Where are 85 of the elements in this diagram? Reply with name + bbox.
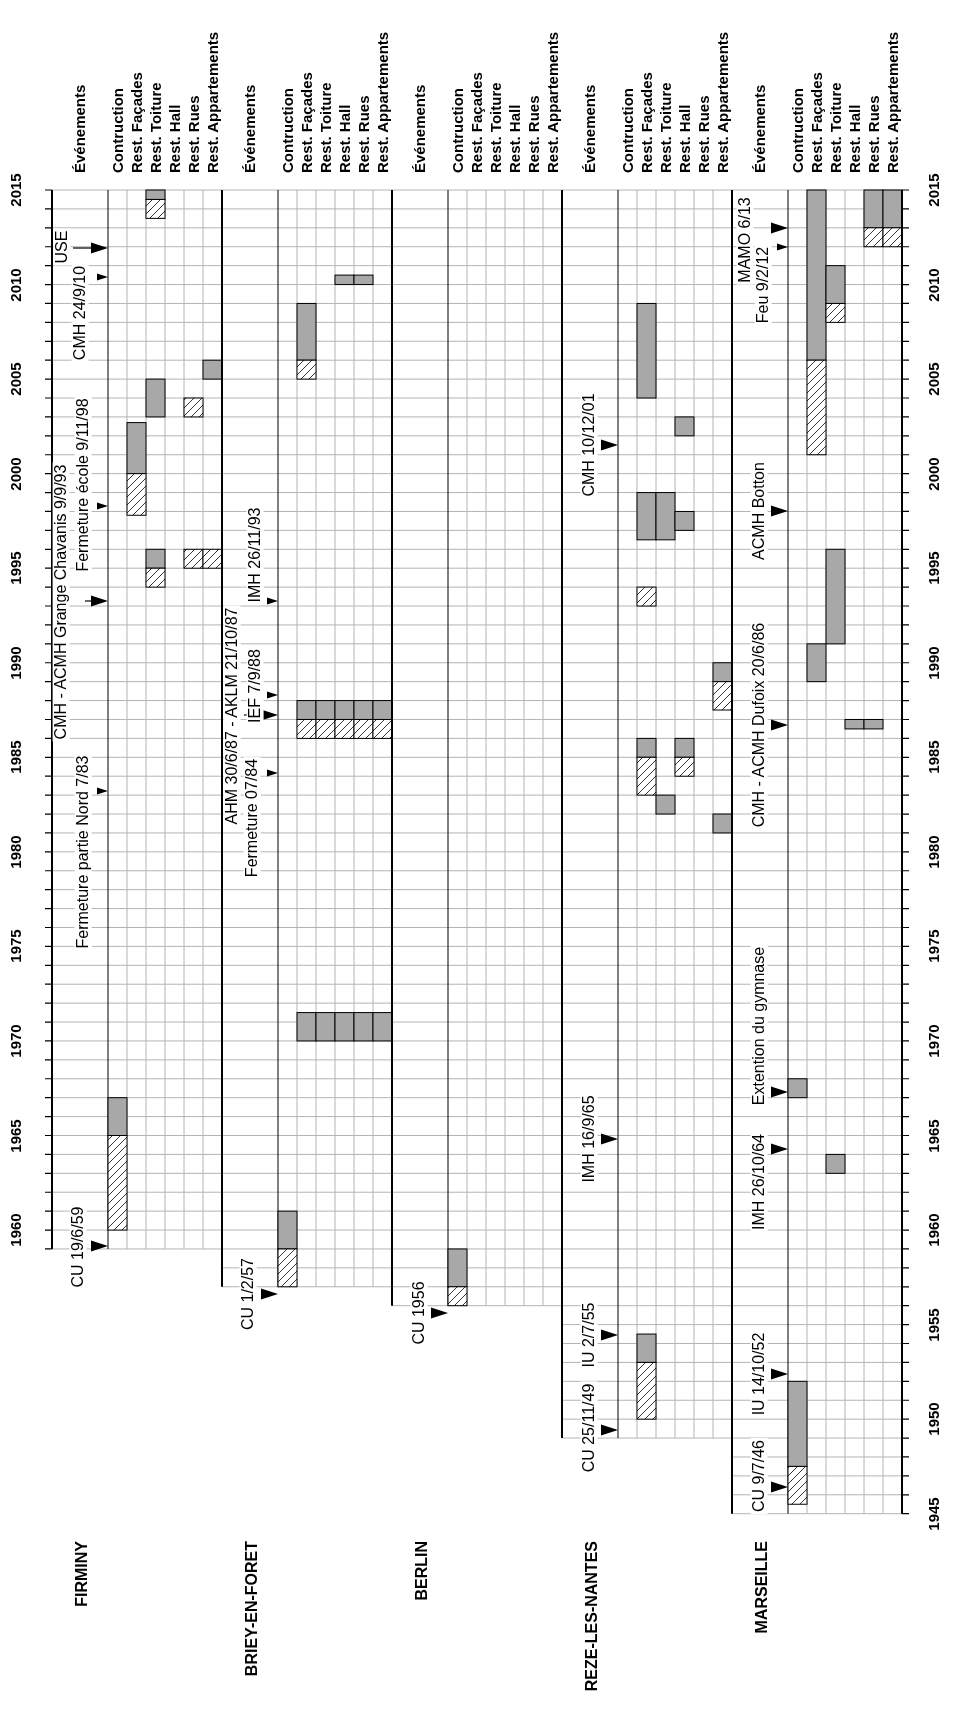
column-heading: Événements bbox=[412, 84, 428, 173]
column-heading: Rest. Façades bbox=[128, 72, 145, 173]
year-label: 2015 bbox=[926, 173, 942, 207]
column-heading: Contruction bbox=[449, 88, 466, 173]
event-label: Fermeture école 9/11/98 bbox=[74, 396, 92, 574]
site-name: MARSEILLE bbox=[753, 1541, 771, 1634]
year-label: 1975 bbox=[926, 929, 942, 964]
year-label: 1975 bbox=[8, 929, 24, 964]
year-label: 2005 bbox=[926, 362, 942, 396]
year-label: 1970 bbox=[8, 1024, 24, 1058]
column-heading: Contruction bbox=[109, 88, 126, 173]
column-heading: Rest. Hall bbox=[336, 104, 353, 173]
year-label: 1965 bbox=[926, 1118, 942, 1153]
event-label: CMH - ACMH Dufoix 20/6/86 bbox=[750, 620, 768, 830]
column-heading: Rest. Appartements bbox=[374, 31, 391, 173]
year-label: 1985 bbox=[8, 740, 24, 774]
event-label: CU 1956 bbox=[410, 1279, 428, 1347]
column-heading: Contruction bbox=[619, 88, 636, 173]
column-heading: Événements bbox=[242, 84, 258, 173]
year-label: 1970 bbox=[926, 1024, 942, 1058]
column-heading: Rest. Appartements bbox=[884, 31, 901, 173]
column-heading: Événements bbox=[582, 84, 598, 173]
year-label: 1955 bbox=[926, 1307, 942, 1342]
column-heading: Contruction bbox=[279, 88, 296, 173]
column-heading: Rest. Appartements bbox=[714, 31, 731, 173]
site-name: FIRMINY bbox=[73, 1541, 91, 1607]
event-label: CU 9/7/46 bbox=[750, 1438, 768, 1514]
event-label: IMH 26/10/64 bbox=[750, 1131, 768, 1233]
event-label: CMH 24/9/10 bbox=[71, 263, 89, 363]
event-label: CU 1/2/57 bbox=[239, 1256, 257, 1332]
year-label: 2000 bbox=[926, 456, 942, 491]
year-label: 2010 bbox=[926, 267, 942, 302]
column-heading: Rest. Appartements bbox=[204, 31, 221, 173]
event-label: IEF 7/9/88 bbox=[246, 647, 264, 725]
column-heading: Rest. Façades bbox=[468, 72, 485, 173]
year-label: 2005 bbox=[8, 362, 24, 396]
year-label: 1980 bbox=[8, 835, 24, 869]
event-label: MAMO 6/13 bbox=[736, 195, 754, 285]
event-label: CU 19/6/59 bbox=[69, 1204, 87, 1290]
column-heading: Rest. Appartements bbox=[544, 31, 561, 173]
column-heading: Rest. Rues bbox=[525, 95, 542, 173]
column-heading: Rest. Toiture bbox=[487, 82, 504, 173]
column-heading: Rest. Façades bbox=[638, 72, 655, 173]
column-heading: Rest. Hall bbox=[846, 104, 863, 173]
year-label: 1985 bbox=[926, 740, 942, 774]
column-heading: Événements bbox=[752, 84, 768, 173]
year-label: 1960 bbox=[8, 1213, 24, 1247]
column-heading: Rest. Hall bbox=[676, 104, 693, 173]
year-label: 1995 bbox=[8, 551, 24, 585]
column-heading: Événements bbox=[72, 84, 88, 173]
year-label: 1990 bbox=[8, 646, 24, 680]
year-label: 1980 bbox=[926, 835, 942, 869]
column-heading: Rest. Rues bbox=[695, 95, 712, 173]
year-label: 1990 bbox=[926, 646, 942, 680]
year-label: 1950 bbox=[926, 1402, 942, 1436]
year-label: 1945 bbox=[926, 1497, 942, 1531]
event-label: USE bbox=[53, 228, 71, 266]
event-label: AHM 30/6/87 - AKLM 21/10/87 bbox=[223, 605, 241, 827]
column-heading: Rest. Toiture bbox=[317, 82, 334, 173]
column-heading: Contruction bbox=[789, 88, 806, 173]
column-heading: Rest. Toiture bbox=[827, 82, 844, 173]
year-label: 1960 bbox=[926, 1213, 942, 1247]
year-label: 2010 bbox=[8, 267, 24, 302]
site-name: REZE-LES-NANTES bbox=[583, 1541, 601, 1692]
column-heading: Rest. Rues bbox=[865, 95, 882, 173]
event-label: ACMH Botton bbox=[750, 460, 768, 562]
column-heading: Rest. Hall bbox=[166, 104, 183, 173]
column-heading: Rest. Hall bbox=[506, 104, 523, 173]
event-label: CU 25/11/49 bbox=[580, 1381, 598, 1475]
site-name: BERLIN bbox=[413, 1541, 431, 1601]
event-label: CMH - ACMH Grange Chavanis 9/9/93 bbox=[52, 462, 70, 742]
column-heading: Rest. Rues bbox=[185, 95, 202, 173]
year-label: 2000 bbox=[8, 456, 24, 491]
column-heading: Rest. Façades bbox=[298, 72, 315, 173]
column-heading: Rest. Toiture bbox=[657, 82, 674, 173]
event-label: Fermeture partie Nord 7/83 bbox=[74, 753, 92, 951]
year-label: 1965 bbox=[8, 1118, 24, 1153]
event-label: CMH 10/12/01 bbox=[580, 391, 598, 499]
event-label: Feu 9/2/12 bbox=[754, 244, 772, 326]
year-label: 1995 bbox=[926, 551, 942, 585]
site-name: BRIEY-EN-FORET bbox=[243, 1541, 261, 1677]
column-heading: Rest. Toiture bbox=[147, 82, 164, 173]
column-heading: Rest. Rues bbox=[355, 95, 372, 173]
year-label: 2015 bbox=[8, 173, 24, 207]
column-heading: Rest. Façades bbox=[808, 72, 825, 173]
